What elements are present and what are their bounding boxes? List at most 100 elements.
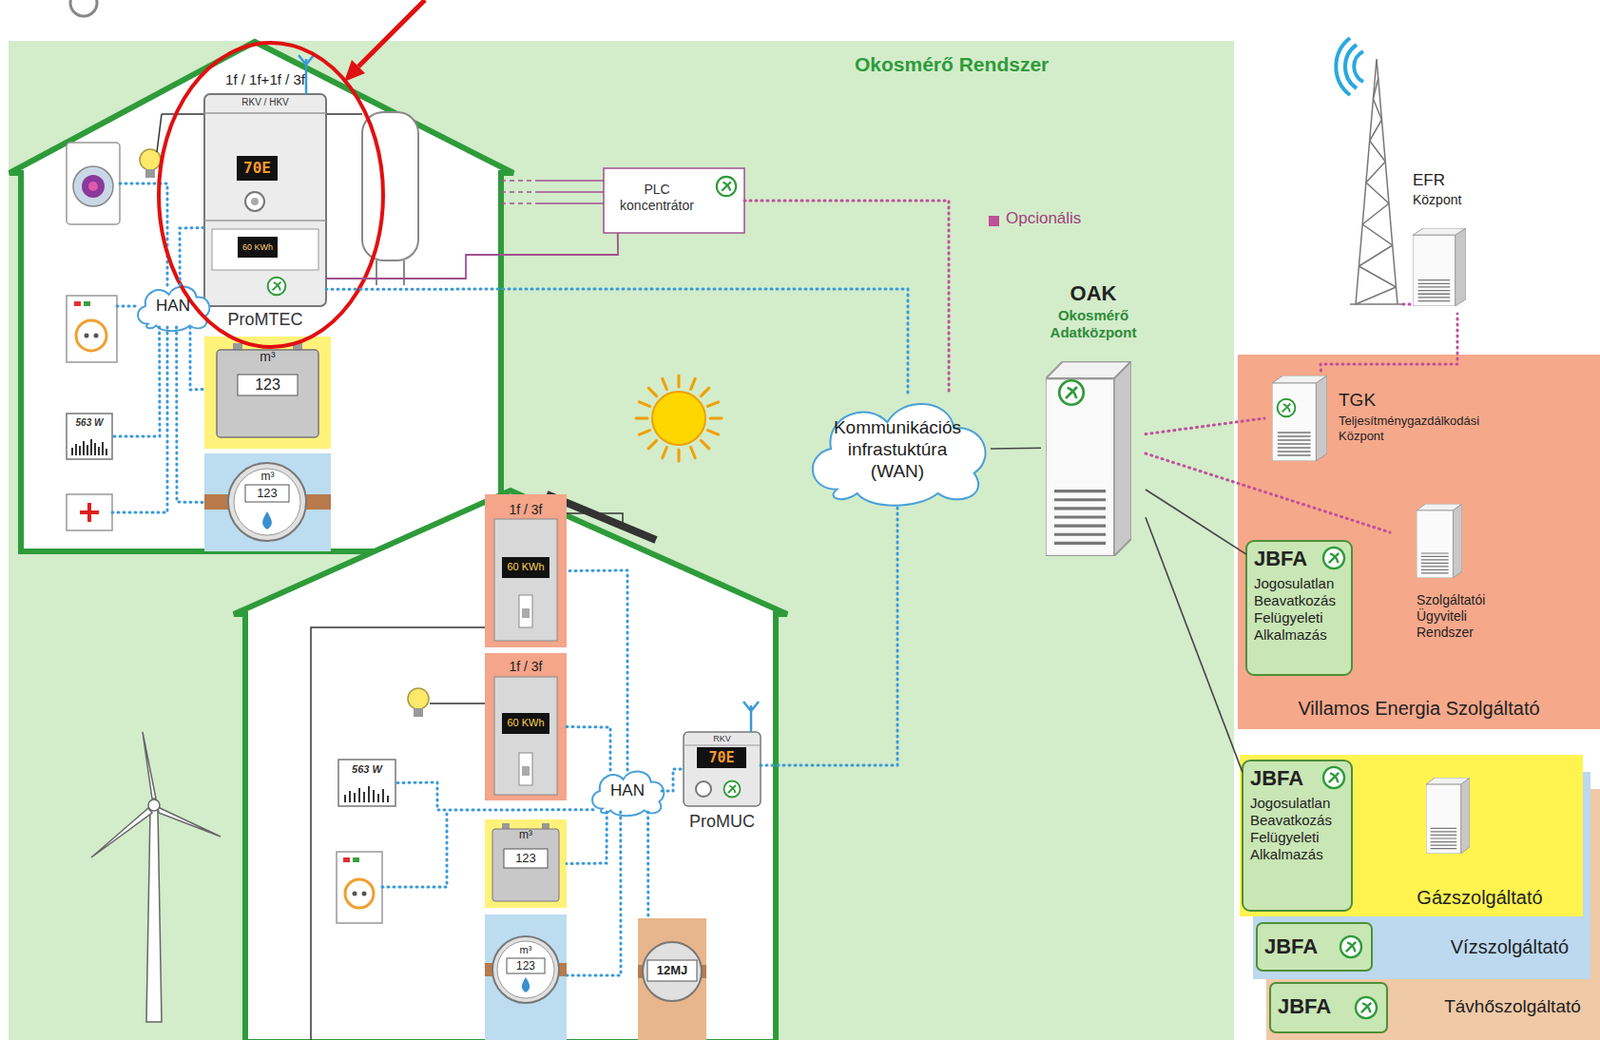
node-box: m³ 123 xyxy=(204,453,331,552)
house-1-part xyxy=(66,494,113,531)
provider-panels-part xyxy=(1237,354,1600,730)
connector xyxy=(1145,517,1243,772)
node-label: m³ xyxy=(247,348,289,366)
provider-panels xyxy=(1237,354,1600,1040)
provider-panels-part xyxy=(1242,760,1352,911)
sun-part-part xyxy=(700,440,709,448)
highlight-callout-part xyxy=(344,59,366,82)
text-holder: 1f / 3f xyxy=(484,658,567,675)
node-label: RKV / HKV xyxy=(204,96,327,109)
house-1-part xyxy=(362,112,419,261)
house-2-part xyxy=(696,747,747,769)
connector xyxy=(326,232,618,279)
wind-turbine-part xyxy=(148,799,160,811)
connector xyxy=(1145,418,1265,435)
corner-icon xyxy=(70,0,97,17)
provider-panels-part xyxy=(1340,936,1362,958)
text-holder: 12MJ xyxy=(647,960,697,982)
house-2-part xyxy=(695,781,712,797)
sun-part xyxy=(652,391,706,445)
connector xyxy=(112,327,160,437)
node-box: m³123 xyxy=(484,819,567,908)
sun-part-part xyxy=(707,402,718,407)
text-holder: RKV / HKV xyxy=(204,96,327,109)
connector xyxy=(566,811,621,976)
text-holder: m³ xyxy=(250,469,286,483)
node-box: Szolgáltatói Ügyviteli Rendszer xyxy=(1389,499,1523,666)
text-holder: 60 KWh xyxy=(237,236,278,258)
text-holder: 70E xyxy=(236,155,278,181)
text-holder: 123 xyxy=(503,848,548,868)
house-2-part xyxy=(519,752,533,786)
house-2-part xyxy=(519,595,533,628)
node-label: TGK xyxy=(1338,389,1529,412)
text-holder: Villamos Energia Szolgáltató xyxy=(1247,696,1591,720)
house-2-part xyxy=(501,713,550,734)
text-holder: Jogosulatlan Beavatkozás Felügyeleti Alk… xyxy=(1253,575,1350,644)
node-label: 60 KWh xyxy=(242,242,273,253)
provider-panels-part xyxy=(1239,754,1583,917)
house-1-part xyxy=(145,169,155,178)
node-box: HAN xyxy=(138,285,208,328)
house-1-part xyxy=(237,236,278,258)
house-2-part xyxy=(503,848,548,868)
node-box: 12MJ xyxy=(637,918,707,1040)
connector xyxy=(190,327,205,390)
connector xyxy=(1145,453,1390,533)
node-label: 123 xyxy=(256,485,278,502)
node-box: 1f / 3f60 KWh xyxy=(484,494,567,648)
node-label: RKV xyxy=(683,733,761,745)
node-label: JBFA xyxy=(1277,994,1350,1020)
connector xyxy=(179,227,205,286)
plc-box-part xyxy=(537,180,604,204)
highlight-callout xyxy=(158,0,425,347)
house-1-part xyxy=(204,453,331,552)
provider-panels-part xyxy=(1323,547,1345,569)
sun-part-part xyxy=(662,378,668,389)
wind-turbine-part xyxy=(157,807,221,837)
connector xyxy=(395,782,594,810)
house-2-part xyxy=(413,708,424,717)
node-label: Okosmérő Rendszer xyxy=(854,52,1074,77)
house-1-part xyxy=(72,439,107,456)
text-holder: OAK xyxy=(1040,281,1146,307)
node-box: JBFAJogosulatlan Beavatkozás Felügyeleti… xyxy=(1246,540,1352,675)
house-2-part xyxy=(484,819,567,908)
text-holder: Okosmérő Rendszer xyxy=(854,52,1074,77)
house-2-part xyxy=(683,745,761,747)
house-1-part xyxy=(250,197,259,206)
text-holder: 60 KWh xyxy=(501,557,550,579)
text-holder: Jogosulatlan Beavatkozás Felügyeleti Alk… xyxy=(1250,794,1346,864)
node-label: PLC koncentrátor xyxy=(609,181,705,214)
node-label: 123 xyxy=(516,959,536,973)
house-2-part xyxy=(310,513,623,1040)
text-holder: PLC koncentrátor xyxy=(609,181,705,214)
wind-turbine-part xyxy=(146,809,162,1022)
node-label: ProMUC xyxy=(669,811,775,833)
node-box: RKV70EProMUC xyxy=(683,732,761,807)
connector xyxy=(566,727,611,772)
node-label: 1f / 1f+1f / 3f xyxy=(191,71,340,89)
text-holder: Teljesítménygazdálkodási Központ xyxy=(1338,413,1510,444)
connector xyxy=(744,200,949,394)
node-box: HAN xyxy=(593,770,662,812)
wan-cloud-part xyxy=(812,404,986,506)
text-holder: Szolgáltatói Ügyviteli Rendszer xyxy=(1416,592,1523,640)
highlight-callout-part xyxy=(358,0,425,67)
house-2-part xyxy=(382,809,447,887)
house-1-part xyxy=(245,484,290,502)
house-2-part xyxy=(352,857,360,863)
text-holder: 1f / 1f+1f / 3f xyxy=(191,71,340,89)
text-holder: 123 xyxy=(506,958,545,974)
node-label: 1f / 3f xyxy=(484,658,567,675)
house-1-part xyxy=(204,113,327,221)
sun-part-part xyxy=(638,430,650,436)
house-2 xyxy=(233,490,788,1040)
house-1-part xyxy=(76,320,107,351)
house-2-part xyxy=(683,732,761,807)
house-2-part xyxy=(494,676,558,795)
node-label: 563 W xyxy=(66,417,113,429)
house-1-part xyxy=(236,155,278,181)
